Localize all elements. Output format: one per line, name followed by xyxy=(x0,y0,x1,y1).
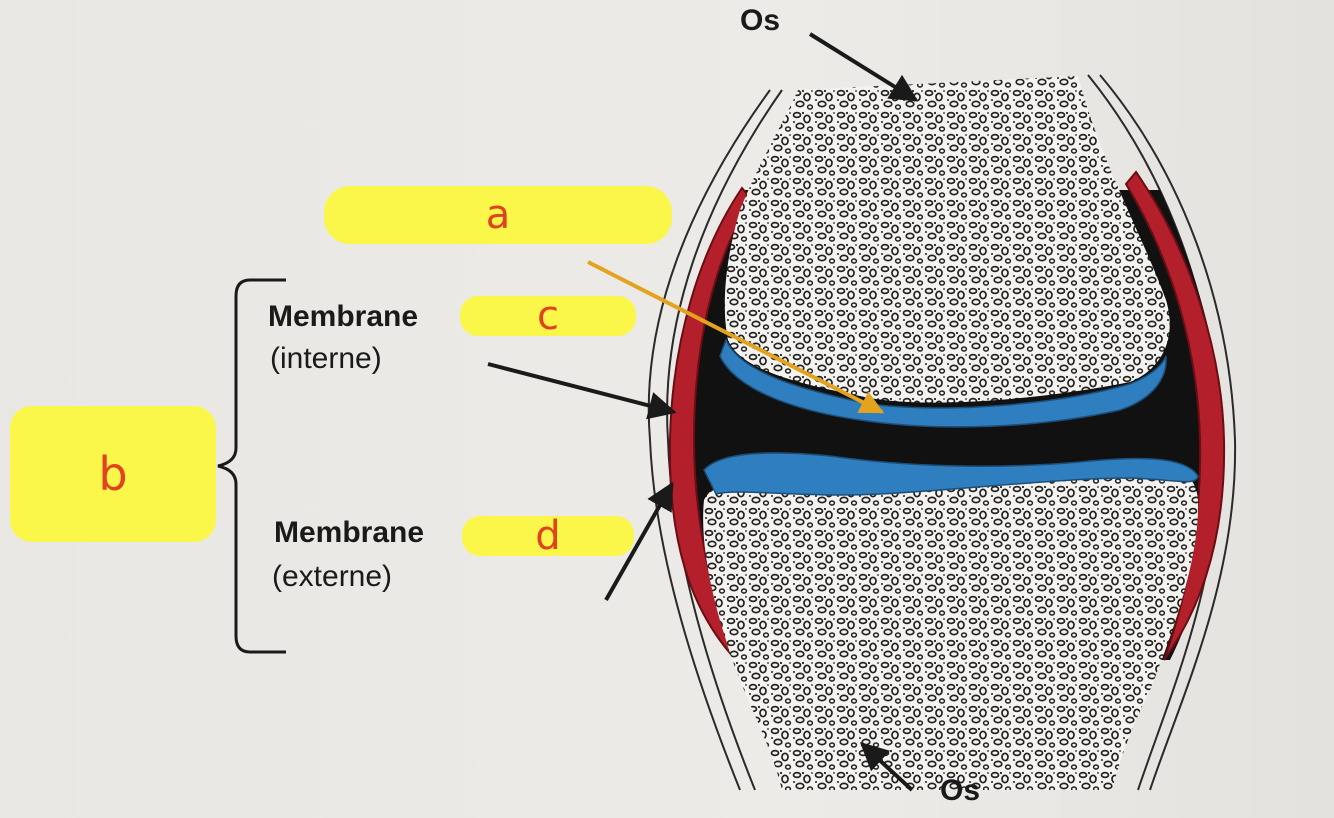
label-interne-sub: (interne) xyxy=(270,342,382,375)
arrow-membrane-externe xyxy=(604,481,674,601)
lower-bone xyxy=(703,463,1199,790)
upper-bone xyxy=(724,76,1170,403)
bracket-b xyxy=(217,278,286,654)
arrow-a xyxy=(587,260,885,414)
answer-box-d[interactable]: d xyxy=(462,513,634,559)
synovial-membrane-right xyxy=(1124,170,1226,661)
lower-cartilage xyxy=(703,452,1199,496)
answer-box-a-letter: a xyxy=(485,192,511,238)
answer-box-c-letter: c xyxy=(537,293,559,339)
label-os-bottom: Os xyxy=(940,774,981,807)
arrow-membrane-interne xyxy=(487,362,677,420)
arrow-os-top xyxy=(808,32,919,102)
label-membrane-externe: Membrane xyxy=(274,516,425,549)
answer-box-b-letter: b xyxy=(98,447,128,501)
answer-box-b[interactable]: b xyxy=(10,406,216,542)
answer-box-d-letter: d xyxy=(535,513,561,559)
arrow-os-bottom xyxy=(859,742,914,792)
answer-box-a[interactable]: a xyxy=(324,186,672,244)
label-externe-sub: (externe) xyxy=(272,560,393,593)
answer-box-c[interactable]: c xyxy=(460,293,636,339)
label-os-top: Os xyxy=(740,4,781,37)
label-membrane-interne: Membrane xyxy=(268,300,419,333)
